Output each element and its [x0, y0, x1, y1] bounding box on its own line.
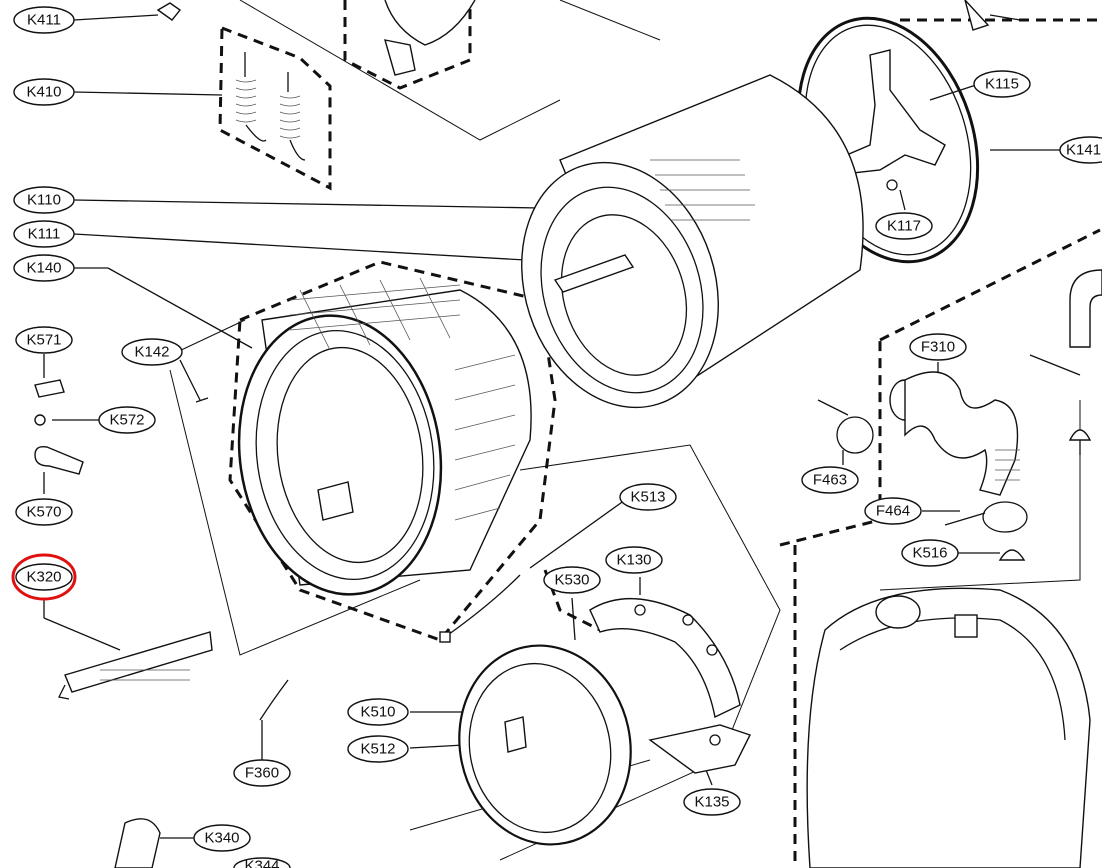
- svg-text:F464: F464: [876, 503, 910, 520]
- svg-text:K142: K142: [134, 344, 169, 361]
- svg-text:K410: K410: [26, 84, 61, 101]
- part-k513-wire: [439, 574, 521, 643]
- svg-text:K516: K516: [912, 545, 947, 562]
- svg-text:K530: K530: [554, 572, 589, 589]
- part-k572-nut: [34, 414, 46, 426]
- part-f463-clamp: [817, 399, 874, 454]
- label-k110[interactable]: K110: [13, 186, 75, 214]
- svg-text:K117: K117: [887, 218, 921, 235]
- label-k513[interactable]: K513: [619, 483, 677, 511]
- svg-text:K115: K115: [985, 76, 1019, 93]
- label-k510[interactable]: K510: [347, 698, 409, 726]
- svg-text:K571: K571: [26, 332, 61, 349]
- label-k530[interactable]: K530: [543, 566, 601, 594]
- label-k344[interactable]: K344: [233, 857, 291, 868]
- leader-lines: [43, 14, 1060, 839]
- label-k572[interactable]: K572: [98, 406, 156, 434]
- svg-text:K110: K110: [27, 192, 61, 209]
- label-k410[interactable]: K410: [13, 78, 75, 106]
- part-lower-tub-half: [806, 587, 1091, 868]
- part-k516-sensor: [998, 549, 1026, 561]
- part-k571-bushing: [34, 379, 65, 398]
- svg-text:K320: K320: [26, 569, 61, 586]
- label-k512[interactable]: K512: [347, 735, 409, 763]
- svg-text:K340: K340: [204, 830, 239, 847]
- part-f464-clamp: [944, 501, 1028, 533]
- label-k571[interactable]: K571: [15, 326, 73, 354]
- label-k516[interactable]: K516: [901, 539, 959, 567]
- svg-text:K510: K510: [360, 704, 395, 721]
- part-k130-counterweight: [589, 597, 741, 719]
- svg-text:K140: K140: [26, 260, 61, 277]
- label-k111[interactable]: K111: [13, 220, 75, 248]
- svg-text:F463: F463: [813, 472, 847, 489]
- part-k340-pump: [114, 818, 161, 868]
- label-k340[interactable]: K340: [193, 824, 251, 852]
- part-top-assembly: [384, 0, 1021, 76]
- part-k115-spider: [834, 49, 946, 191]
- svg-text:K344: K344: [244, 858, 279, 868]
- part-k135-counterweight: [648, 724, 751, 774]
- svg-text:F310: F310: [921, 339, 955, 356]
- part-right-drain-pipe: [1029, 269, 1102, 455]
- label-k130[interactable]: K130: [605, 546, 663, 574]
- label-f360[interactable]: F360: [233, 759, 291, 787]
- svg-text:K141: K141: [1066, 142, 1101, 159]
- part-k320-heater: [58, 631, 213, 700]
- highlight-circle: [11, 553, 77, 601]
- label-k570[interactable]: K570: [15, 498, 73, 526]
- part-k410-springs: [235, 52, 306, 161]
- callout-labels: K411 K410 K110 K111 K140 K142 K571 K572: [11, 6, 1102, 868]
- part-k570-hose: [34, 445, 84, 475]
- part-k510-door: [458, 644, 632, 846]
- svg-text:K130: K130: [616, 552, 651, 569]
- svg-text:K513: K513: [630, 489, 665, 506]
- svg-text:F360: F360: [245, 765, 279, 782]
- label-k320[interactable]: K320: [15, 563, 73, 591]
- part-k110-drum: [521, 74, 864, 409]
- label-k142[interactable]: K142: [121, 338, 183, 366]
- svg-text:K111: K111: [28, 226, 61, 243]
- label-f310[interactable]: F310: [909, 333, 967, 361]
- label-k140[interactable]: K140: [13, 254, 75, 282]
- label-k117[interactable]: K117: [875, 212, 933, 240]
- group-outlines: [218, 0, 1101, 868]
- svg-text:K572: K572: [109, 412, 144, 429]
- part-f310-hose: [889, 371, 1020, 496]
- label-k141[interactable]: K141: [1059, 136, 1102, 164]
- label-k115[interactable]: K115: [973, 70, 1031, 98]
- part-f360-wire: [259, 679, 289, 721]
- svg-text:K512: K512: [360, 741, 395, 758]
- part-k140-tub: [237, 277, 532, 596]
- svg-text:K135: K135: [694, 794, 729, 811]
- label-f464[interactable]: F464: [864, 497, 922, 525]
- label-k411[interactable]: K411: [13, 6, 75, 34]
- svg-text:K411: K411: [27, 12, 61, 29]
- part-k142-screw: [195, 397, 209, 403]
- label-f463[interactable]: F463: [801, 466, 859, 494]
- svg-text:K570: K570: [26, 504, 61, 521]
- part-k411-bracket: [156, 2, 182, 21]
- label-k135[interactable]: K135: [683, 788, 741, 816]
